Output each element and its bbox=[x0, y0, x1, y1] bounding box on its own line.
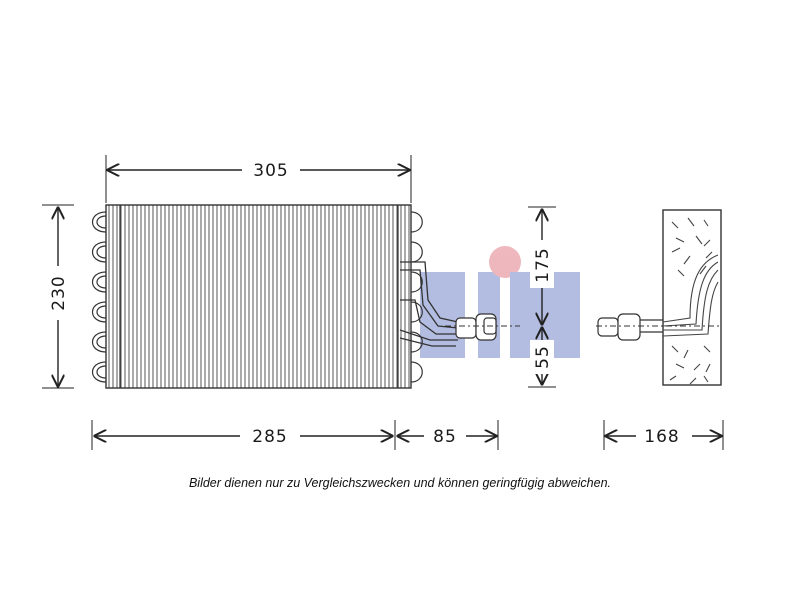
left-header-tubes bbox=[91, 211, 107, 383]
disclaimer-caption: Bilder dienen nur zu Vergleichszwecken u… bbox=[188, 476, 612, 490]
dim-label-285: 285 bbox=[252, 427, 287, 447]
dim-label-230: 230 bbox=[49, 275, 69, 310]
refrigerant-pipes bbox=[399, 261, 459, 347]
dim-label-55: 55 bbox=[533, 345, 553, 369]
dim-label-85: 85 bbox=[433, 427, 457, 447]
side-view bbox=[596, 209, 722, 386]
dim-label-175: 175 bbox=[533, 247, 553, 282]
pipe-fitting-side bbox=[455, 313, 497, 341]
dim-label-168: 168 bbox=[644, 427, 679, 447]
dim-label-305: 305 bbox=[253, 161, 288, 181]
evaporator-core bbox=[105, 204, 412, 389]
